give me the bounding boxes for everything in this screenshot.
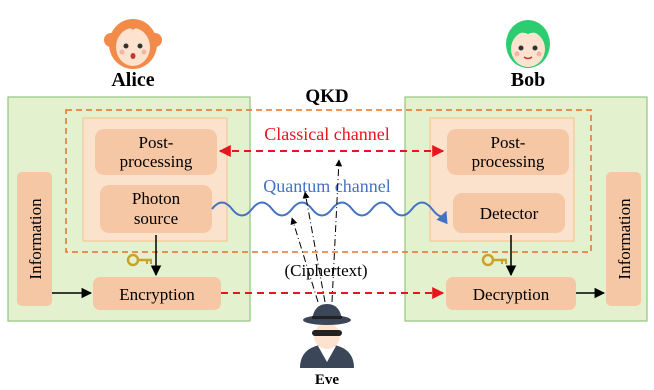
eve-tap-line-1 — [290, 217, 319, 303]
alice-avatar-icon — [104, 19, 162, 69]
bob-name: Bob — [511, 69, 545, 91]
ciphertext-label: (Ciphertext) — [284, 261, 367, 280]
bob-postprocessing-block — [447, 129, 569, 175]
decryption-label: Decryption — [473, 285, 550, 304]
alice-key-icon — [126, 253, 152, 267]
photon-label-2: source — [134, 209, 178, 228]
quantum-channel-label: Quantum channel — [263, 176, 390, 196]
qkd-boundary — [65, 109, 592, 253]
alice-postprocessing-block — [95, 129, 217, 175]
bob-key-icon — [481, 253, 507, 267]
detector-label: Detector — [480, 204, 539, 223]
alice-name: Alice — [111, 69, 154, 91]
quantum-channel-wave — [211, 201, 448, 225]
bob-information-label: Information — [615, 198, 634, 280]
encryption-label: Encryption — [119, 285, 195, 304]
encryption-block — [93, 277, 221, 310]
eve-avatar-icon — [300, 304, 354, 368]
bob-post-label-1: Post- — [491, 133, 526, 152]
alice-post-label-1: Post- — [139, 133, 174, 152]
photon-label-1: Photon — [132, 189, 181, 208]
bob-information-block — [606, 172, 641, 306]
decryption-block — [446, 277, 576, 310]
eve-tap-line-2 — [302, 191, 326, 303]
alice-information-label: Information — [26, 198, 45, 280]
eve-name: Eve — [315, 372, 340, 388]
detector-block — [453, 193, 565, 233]
classical-channel-label: Classical channel — [264, 124, 389, 144]
eve-tap-line-3 — [331, 159, 343, 303]
alice-information-block — [17, 172, 52, 306]
alice-post-label-2: processing — [120, 152, 193, 171]
photon-source-block — [100, 185, 212, 233]
bob-avatar-icon — [506, 20, 550, 68]
qkd-title: QKD — [305, 86, 348, 107]
bob-post-label-2: processing — [472, 152, 545, 171]
